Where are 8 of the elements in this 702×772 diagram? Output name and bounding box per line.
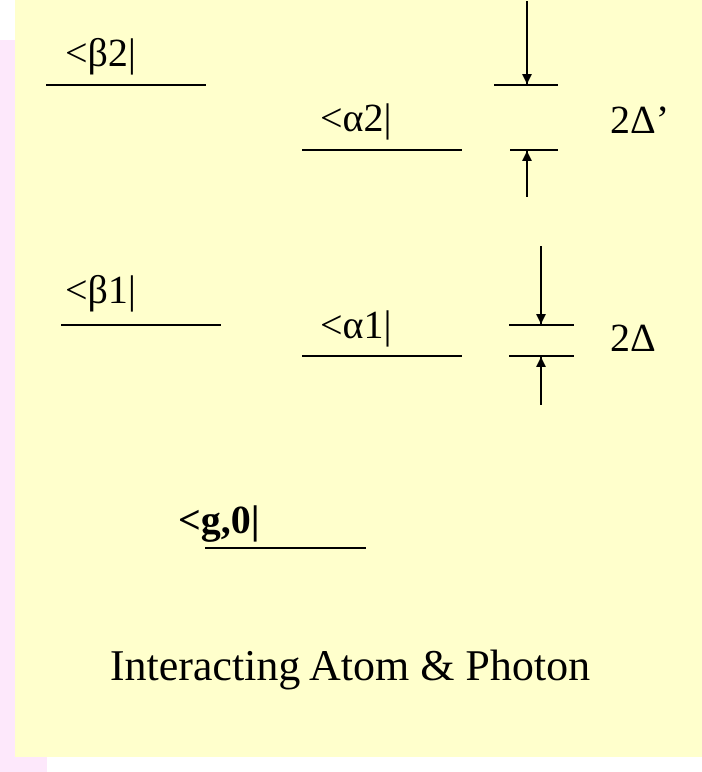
state-label: <α1|	[320, 305, 392, 345]
state-label: 2Δ’	[610, 100, 670, 140]
state-label: <α2|	[320, 98, 392, 138]
state-label: <β1|	[65, 270, 136, 310]
state-label: <g,0|	[178, 500, 260, 540]
state-label: <β2|	[65, 33, 136, 73]
state-label: 2Δ	[610, 318, 656, 358]
caption: Interacting Atom & Photon	[108, 640, 592, 692]
